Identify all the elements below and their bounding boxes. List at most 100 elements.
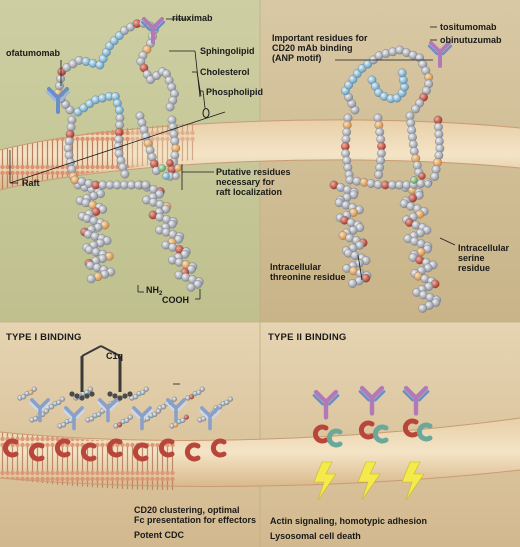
cd20-hook	[132, 442, 149, 462]
residue-bead	[143, 386, 149, 392]
residue-bead	[59, 396, 65, 402]
residue-bead	[21, 394, 27, 400]
c1q-head	[127, 391, 133, 397]
type1-antibody	[29, 398, 51, 423]
residue-bead	[173, 422, 179, 428]
type2-antibody	[312, 389, 340, 420]
cd20-hook	[312, 424, 329, 444]
raft-label: Raft	[22, 178, 40, 188]
residue-bead	[28, 389, 34, 395]
residue-bead	[161, 404, 167, 410]
c1q-head	[107, 391, 113, 397]
ofatumomab-antibody	[45, 87, 71, 114]
c1q-head	[112, 393, 118, 399]
cd20-hook	[54, 438, 71, 458]
cd20-hook	[402, 418, 419, 438]
residue-bead	[201, 416, 207, 422]
residue-bead	[374, 170, 384, 180]
cd20-hook	[2, 438, 19, 458]
c1q-head	[69, 391, 75, 397]
residue-bead	[183, 414, 189, 420]
phospholipid-label: Phospholipid	[206, 87, 263, 97]
residue-bead	[158, 164, 166, 172]
residue-bead	[411, 104, 420, 114]
residue-bead	[49, 404, 55, 410]
cd20-hook	[210, 438, 227, 458]
type1-antibody	[97, 398, 119, 423]
residue-bead	[140, 389, 146, 395]
cd20-hook	[372, 424, 389, 444]
type1-antibody	[165, 398, 187, 423]
serine-residue-label: Intracellular serine residue	[458, 243, 510, 273]
residue-bead	[133, 394, 139, 400]
residue-bead	[165, 102, 175, 112]
residue-bead	[117, 422, 123, 428]
rituximab-antibody	[140, 17, 166, 44]
residue-bead	[86, 274, 96, 284]
cooh-label: COOH	[162, 295, 189, 305]
obinutuzumab-antibody	[427, 41, 453, 68]
cd20-hook	[326, 428, 343, 448]
putative-residues-label: Putative residues necessary for raft loc…	[216, 167, 291, 197]
important-residues-label: Important residues for CD20 mAb binding …	[272, 33, 368, 63]
residue-bead	[392, 93, 402, 103]
residue-bead	[115, 105, 124, 115]
leader-lines	[9, 18, 456, 385]
residue-bead	[109, 36, 119, 46]
rituximab-label: rituximab	[172, 13, 213, 23]
residue-bead	[186, 282, 196, 292]
residue-bead	[61, 422, 67, 428]
residue-bead	[127, 414, 133, 420]
residue-bead	[199, 386, 205, 392]
cd20-hook	[80, 442, 97, 462]
cd20-hook	[106, 438, 123, 458]
residue-bead	[418, 304, 428, 313]
residue-bead	[397, 68, 407, 78]
residue-bead	[410, 176, 418, 184]
residue-bead	[96, 411, 102, 417]
c1q-complex	[80, 345, 122, 392]
residue-bead	[227, 396, 233, 402]
cd20-residue-chains	[17, 18, 445, 429]
residue-bead	[224, 399, 230, 405]
residue-bead	[155, 408, 161, 414]
type2-antibody	[402, 385, 430, 416]
phospholipid-marker	[202, 108, 210, 118]
cholesterol-label: Cholesterol	[200, 67, 250, 77]
type1-binding-title: TYPE I BINDING	[6, 332, 82, 343]
type1-antibody	[131, 406, 153, 431]
nh2-label: NH2	[146, 285, 163, 297]
signal-bolts	[313, 461, 425, 501]
cd20-hook	[158, 438, 175, 458]
type1-description: CD20 clustering, optimal Fc presentation…	[134, 505, 257, 540]
residue-bead	[124, 417, 130, 423]
type1-antibody	[63, 406, 85, 431]
cd20-hook	[358, 420, 375, 440]
residue-bead	[348, 279, 357, 288]
c1q-head	[89, 391, 95, 397]
residue-bead	[141, 180, 151, 190]
residue-bead	[174, 164, 182, 172]
c1q-head	[79, 395, 85, 401]
residue-bead	[418, 172, 426, 180]
ofatumomab-label: ofatumomab	[6, 48, 60, 58]
c1q-head	[122, 393, 128, 399]
residue-bead	[171, 396, 177, 402]
c1q-head	[74, 393, 80, 399]
residue-bead	[33, 416, 39, 422]
residue-bead	[152, 411, 158, 417]
tositumomab-label: tositumomab	[440, 22, 497, 32]
residue-bead	[180, 417, 186, 423]
cd20-hook	[28, 442, 45, 462]
residue-bead	[424, 180, 432, 188]
cd20-hook	[416, 422, 433, 442]
type2-description: Actin signaling, homotypic adhesion Lyso…	[270, 516, 428, 541]
residue-bead	[430, 172, 440, 181]
type1-antibody	[199, 406, 221, 431]
cd20-hook	[184, 442, 201, 462]
c1q-head	[84, 393, 90, 399]
type2-binding-title: TYPE II BINDING	[268, 332, 347, 343]
residue-bead	[87, 386, 93, 392]
